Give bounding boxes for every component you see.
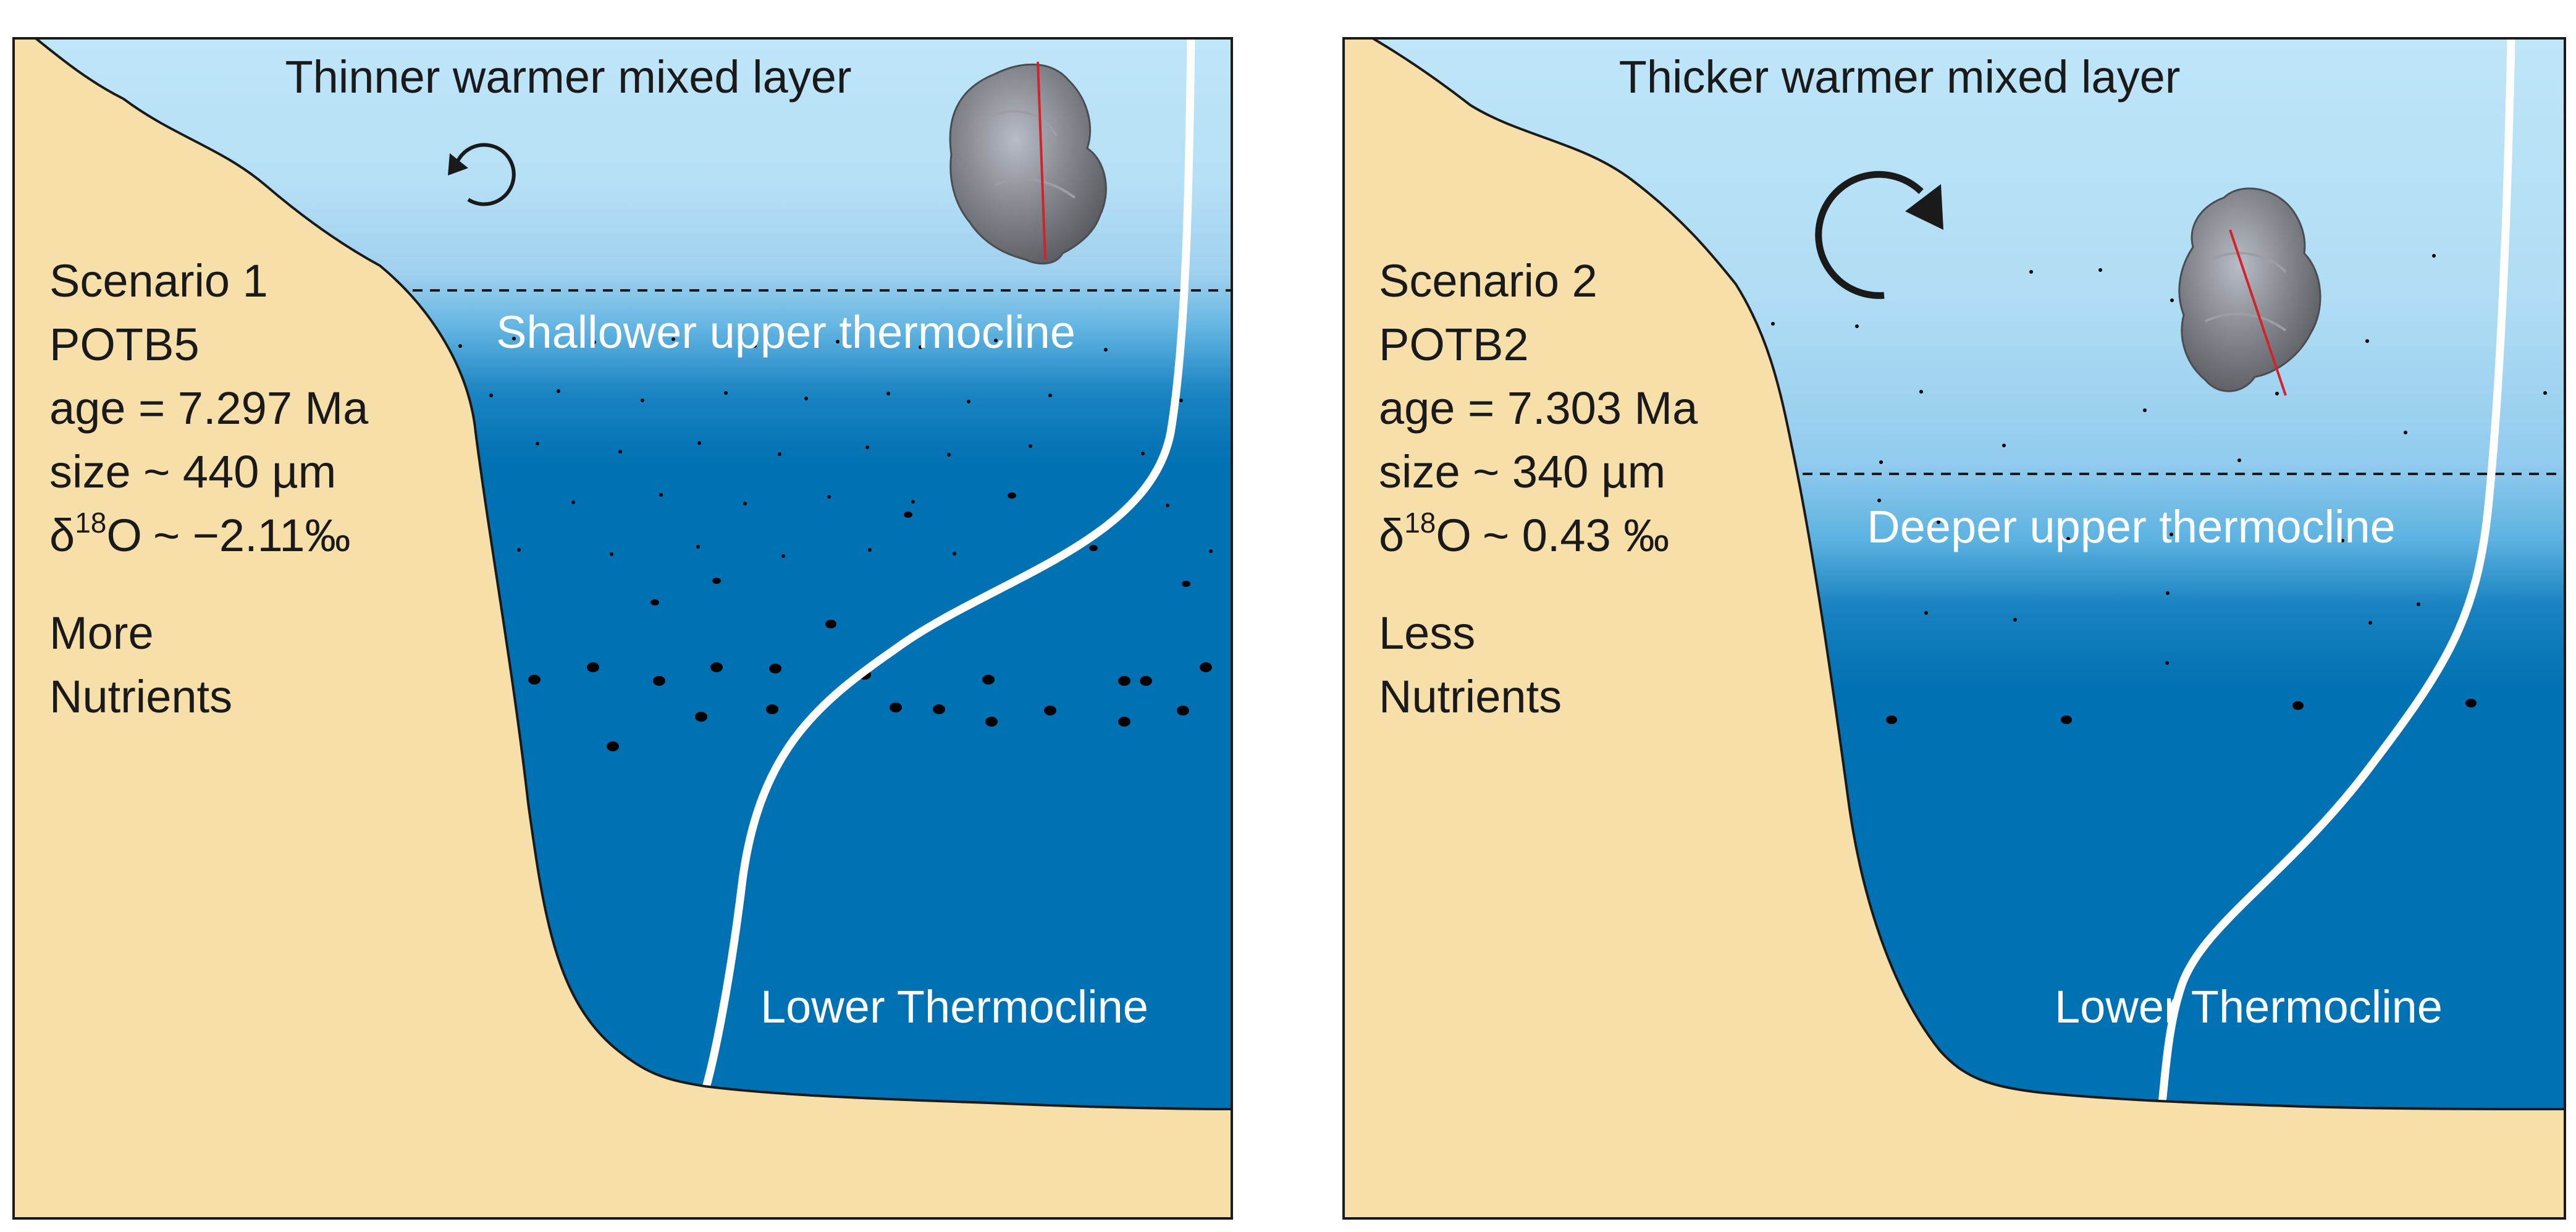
- panel-frame: [1342, 37, 2566, 1220]
- panel-frame: [12, 37, 1233, 1220]
- upper-thermocline-label: Shallower upper thermocline: [496, 306, 1075, 358]
- shell-size-line: [1037, 61, 1046, 260]
- info-delta-o18: δ18O~ 0.43 ‰: [1379, 507, 1669, 561]
- delta-value: ~ 0.43 ‰: [1483, 510, 1669, 561]
- delta-oxygen: O: [106, 510, 142, 561]
- temperature-profile-line: [2158, 38, 2515, 1107]
- info-scenario: Scenario 1: [49, 255, 268, 306]
- info-sample-id: POTB2: [1379, 319, 1529, 370]
- mixing-arrow-icon: [448, 143, 516, 206]
- delta-oxygen: O: [1436, 510, 1471, 561]
- info-delta-o18: δ18O~ −2.11‰: [49, 507, 350, 561]
- temperature-profile-line: [700, 38, 1195, 1098]
- info-age: age = 7.303 Ma: [1379, 382, 1698, 434]
- foraminifera-shell-icon: [949, 61, 1107, 265]
- nutrients-line-1: More: [49, 607, 154, 659]
- delta-value: ~ −2.11‰: [153, 510, 351, 561]
- seafloor-sediment: [14, 38, 1232, 1218]
- panel-scenario-2: Thicker warmer mixed layer Scenario 2 PO…: [1342, 37, 2566, 1220]
- mixing-arrow-icon: [1815, 171, 1943, 299]
- upper-thermocline-label: Deeper upper thermocline: [1867, 501, 2396, 552]
- sample-info: Scenario 2 POTB2 age = 7.303 Ma size ~ 3…: [1379, 255, 1698, 722]
- panel-scenario-1: Thinner warmer mixed layer Scenario 1 PO…: [12, 37, 1233, 1220]
- info-scenario: Scenario 2: [1379, 255, 1597, 306]
- delta-superscript: 18: [75, 507, 106, 539]
- nutrients-line-2: Nutrients: [49, 671, 232, 722]
- nutrients-line-1: Less: [1379, 607, 1475, 659]
- sample-info: Scenario 1 POTB5 age = 7.297 Ma size ~ 4…: [49, 255, 369, 722]
- seafloor-sediment: [1344, 38, 2565, 1218]
- nutrient-particles: [1771, 254, 2547, 724]
- nutrients-line-2: Nutrients: [1379, 671, 1562, 722]
- info-size: size ~ 340 µm: [1379, 446, 1665, 497]
- shell-size-line: [2229, 229, 2287, 396]
- info-sample-id: POTB5: [49, 319, 200, 370]
- info-age: age = 7.297 Ma: [49, 382, 369, 434]
- foraminifera-shell-icon: [2178, 187, 2321, 396]
- delta-superscript: 18: [1404, 507, 1436, 539]
- lower-thermocline-label: Lower Thermocline: [760, 981, 1148, 1032]
- info-size: size ~ 440 µm: [49, 446, 336, 497]
- lower-thermocline-label: Lower Thermocline: [2055, 981, 2443, 1032]
- panel-title: Thicker warmer mixed layer: [1619, 51, 2181, 103]
- panel-title: Thinner warmer mixed layer: [285, 51, 851, 103]
- nutrient-particles: [452, 337, 1213, 751]
- delta-symbol: δ: [1379, 510, 1404, 561]
- delta-symbol: δ: [49, 510, 75, 561]
